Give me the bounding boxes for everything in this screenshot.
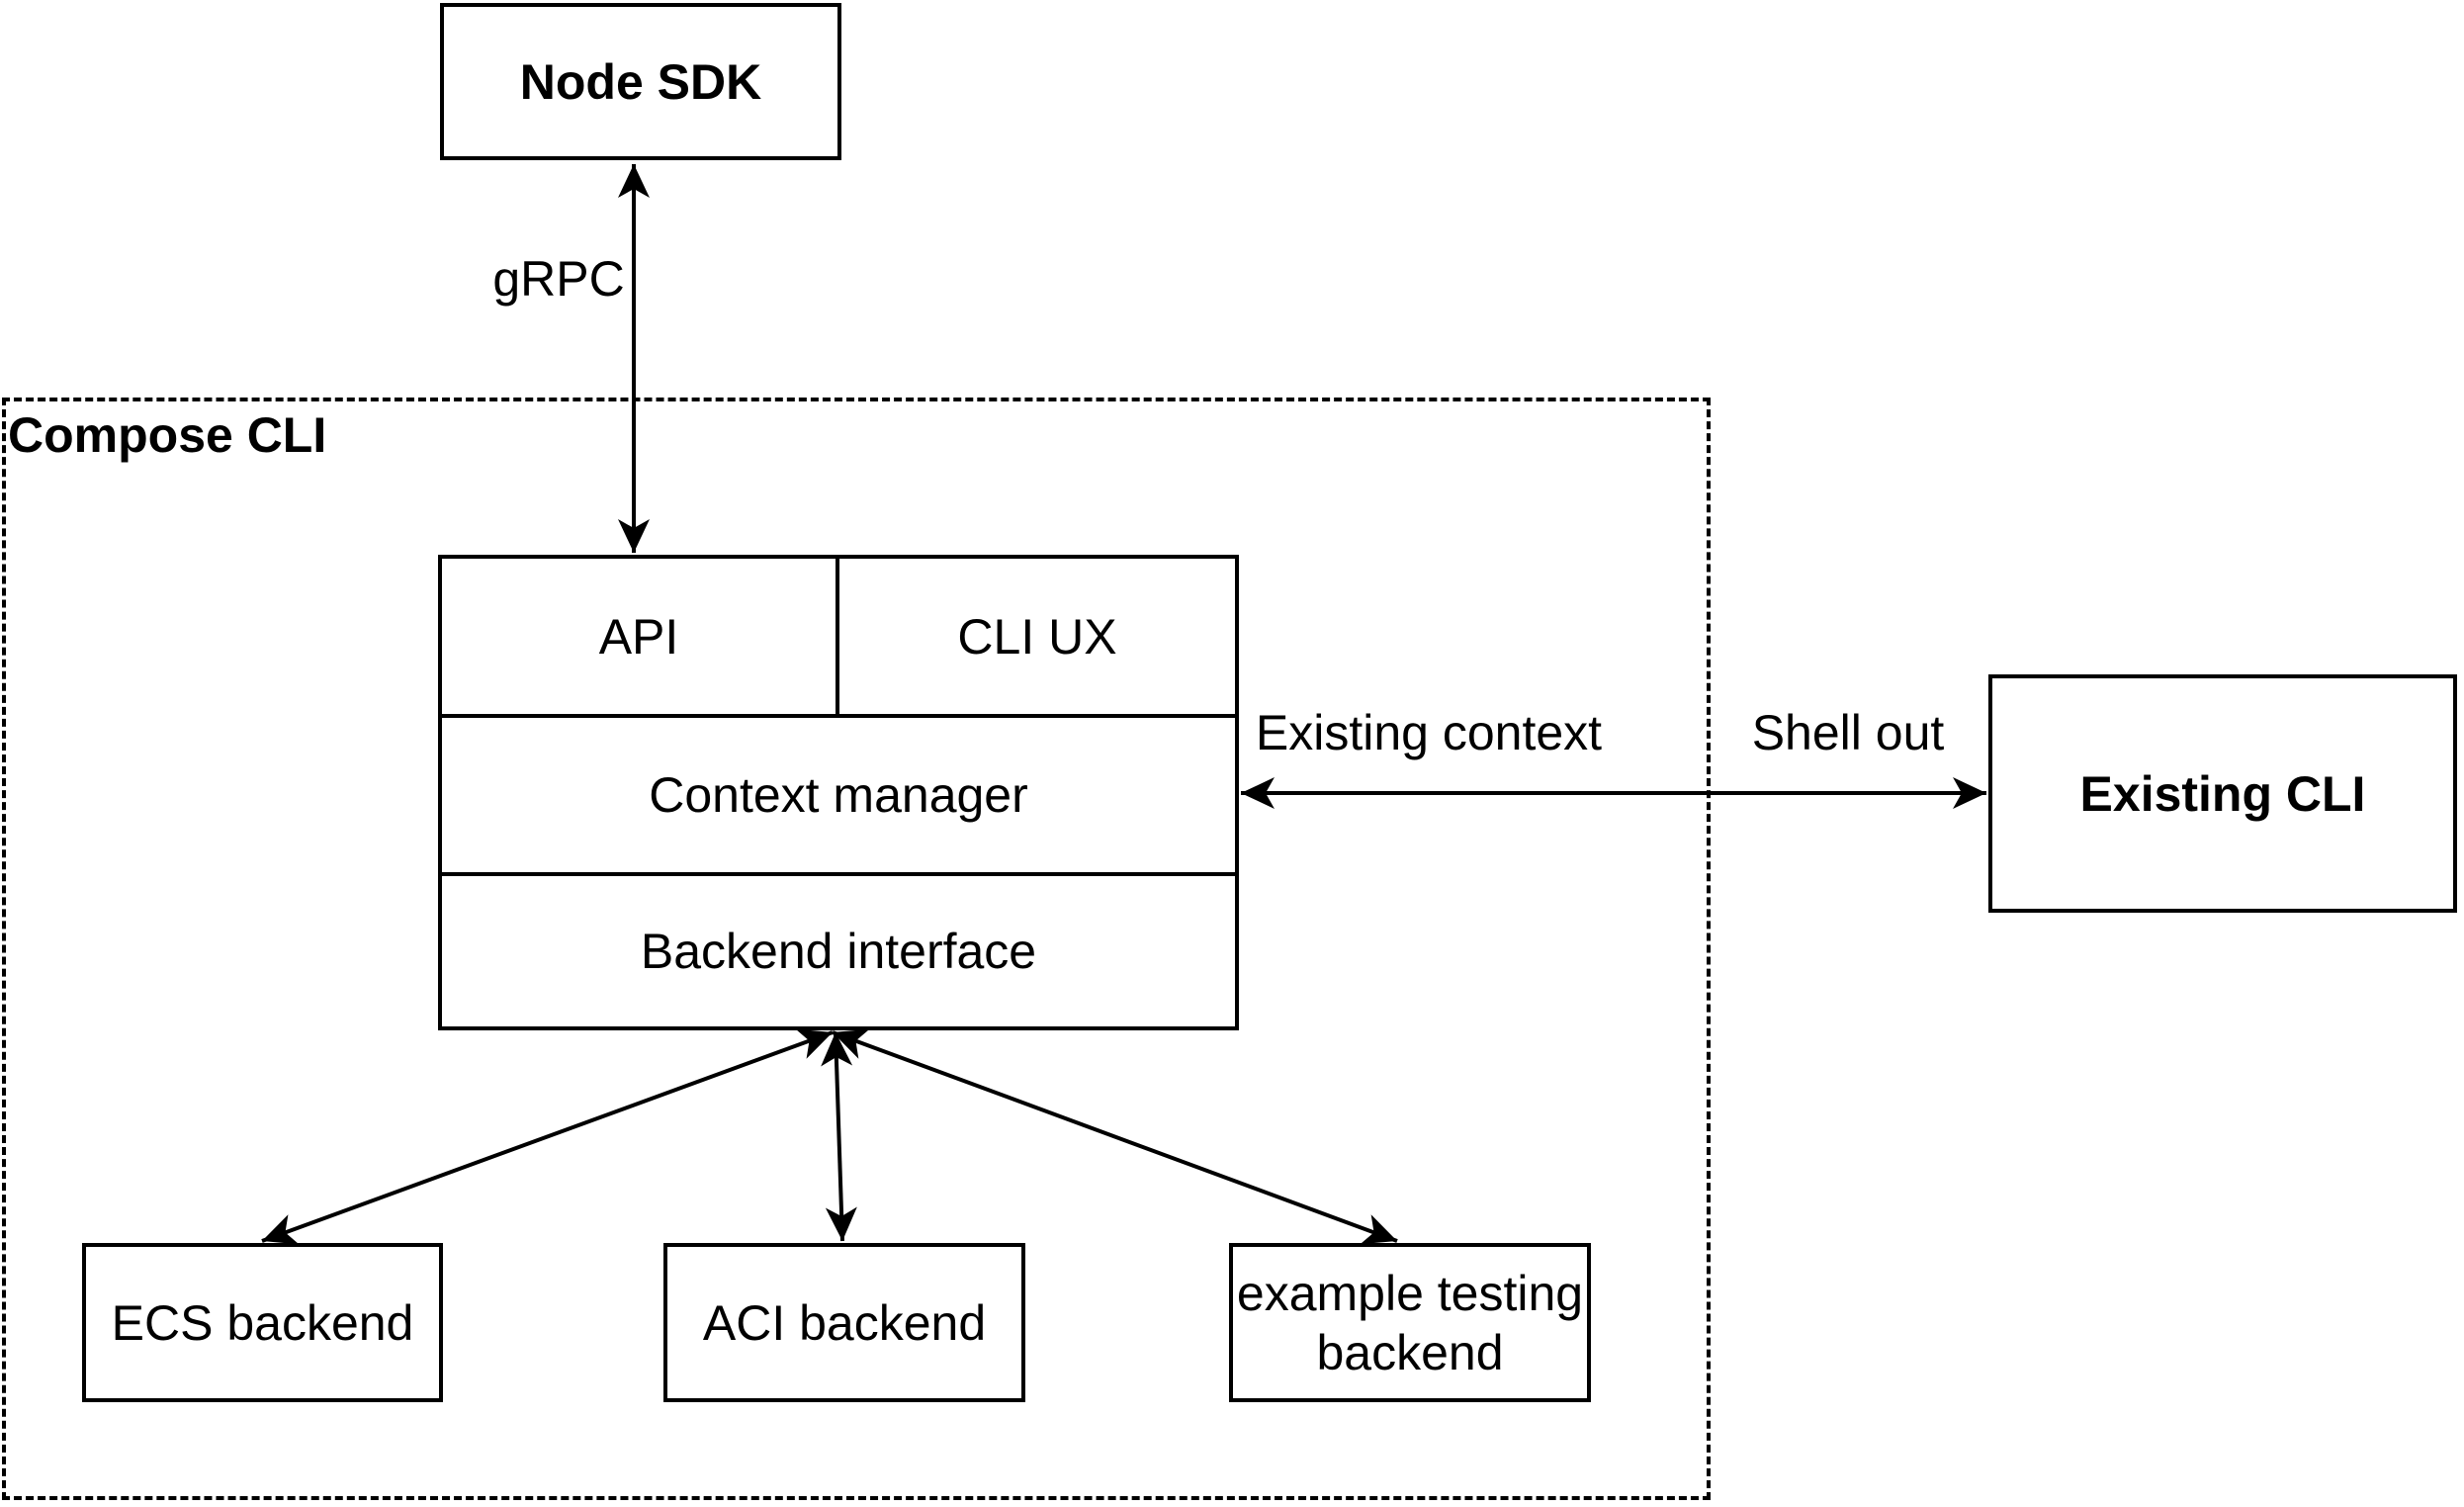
example-testing-backend-box: example testing backend bbox=[1229, 1243, 1591, 1402]
cli-ux-cell: CLI UX bbox=[839, 559, 1235, 714]
node-sdk-label: Node SDK bbox=[519, 53, 762, 110]
api-cell: API bbox=[442, 559, 839, 714]
context-manager-cell: Context manager bbox=[442, 718, 1235, 876]
example-testing-backend-label: example testing backend bbox=[1236, 1265, 1584, 1380]
aci-backend-box: ACI backend bbox=[663, 1243, 1025, 1402]
node-sdk-box: Node SDK bbox=[440, 3, 841, 160]
compose-cli-stack: API CLI UX Context manager Backend inter… bbox=[438, 555, 1239, 1030]
backend-interface-label: Backend interface bbox=[640, 924, 1037, 979]
existing-cli-label: Existing CLI bbox=[2079, 765, 2366, 822]
ecs-backend-box: ECS backend bbox=[82, 1243, 443, 1402]
ecs-backend-label: ECS backend bbox=[111, 1294, 414, 1351]
grpc-edge-label: gRPC bbox=[492, 251, 625, 307]
compose-cli-group bbox=[2, 398, 1711, 1500]
shell-out-edge-label: Shell out bbox=[1751, 705, 1945, 760]
compose-cli-group-label: Compose CLI bbox=[8, 407, 327, 463]
api-label: API bbox=[598, 608, 679, 665]
backend-interface-cell: Backend interface bbox=[442, 876, 1235, 1026]
aci-backend-label: ACI backend bbox=[702, 1294, 987, 1351]
cli-ux-label: CLI UX bbox=[957, 608, 1117, 665]
existing-context-edge-label: Existing context bbox=[1255, 705, 1603, 760]
stack-top-row: API CLI UX bbox=[442, 559, 1235, 718]
existing-cli-box: Existing CLI bbox=[1988, 674, 2457, 913]
context-manager-label: Context manager bbox=[649, 767, 1028, 823]
